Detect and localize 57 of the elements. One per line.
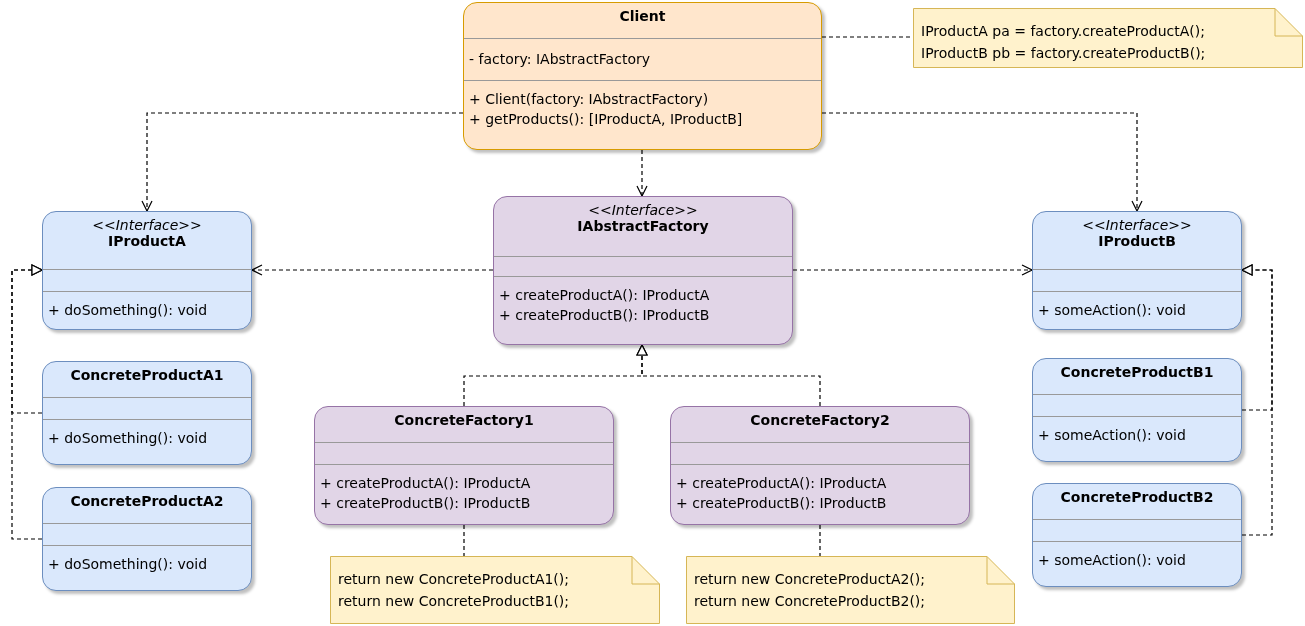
realization-arrow — [636, 344, 821, 407]
note-box — [913, 8, 1303, 68]
dependency-arrow — [141, 112, 464, 212]
class-name: IProductA — [107, 233, 187, 249]
class-name: ConcreteProductA2 — [69, 493, 225, 509]
class-box — [42, 487, 252, 591]
class-box — [42, 361, 252, 465]
method-text: + createProductB(): IProductB — [320, 494, 532, 513]
class-name: ConcreteProductA1 — [69, 367, 225, 383]
class-name: ConcreteFactory2 — [749, 412, 891, 428]
dependency-arrow — [636, 149, 648, 197]
class-box — [1032, 358, 1242, 462]
method-text: + Client(factory: IAbstractFactory) — [469, 90, 710, 109]
realization-arrow — [11, 264, 43, 540]
dependency-arrow — [821, 112, 1143, 212]
class-box — [1032, 483, 1242, 587]
class-name: IProductB — [1097, 233, 1177, 249]
method-text: + doSomething(): void — [48, 555, 209, 574]
method-text: + someAction(): void — [1038, 551, 1187, 570]
attribute-text: - factory: IAbstractFactory — [469, 50, 651, 69]
class-box — [463, 2, 822, 150]
dependency-arrow — [792, 264, 1033, 276]
stereotype-label: <<Interface>> — [587, 202, 699, 218]
note-text: return new ConcreteProductB2(); — [694, 592, 927, 611]
interface-box — [42, 211, 252, 330]
note-box — [330, 556, 660, 624]
note-box — [686, 556, 1015, 624]
note-text: IProductB pb = factory.createProductB(); — [921, 44, 1207, 63]
stereotype-label: <<Interface>> — [1081, 217, 1193, 233]
method-text: + someAction(): void — [1038, 301, 1187, 320]
method-text: + doSomething(): void — [48, 429, 209, 448]
note-connector — [819, 524, 821, 557]
dependency-arrow — [251, 264, 494, 276]
note-connector — [463, 524, 465, 557]
class-name: ConcreteFactory1 — [393, 412, 535, 428]
class-box — [314, 406, 614, 525]
interface-box — [1032, 211, 1242, 330]
stereotype-label: <<Interface>> — [91, 217, 203, 233]
note-text: IProductA pa = factory.createProductA(); — [921, 22, 1206, 41]
method-text: + someAction(): void — [1038, 426, 1187, 445]
method-text: + doSomething(): void — [48, 301, 209, 320]
method-text: + createProductA(): IProductA — [499, 286, 711, 305]
method-text: + getProducts(): [IProductA, IProductB] — [469, 110, 744, 129]
note-text: return new ConcreteProductB1(); — [338, 592, 571, 611]
realization-arrow — [1241, 264, 1273, 536]
note-text: return new ConcreteProductA2(); — [694, 570, 926, 589]
method-text: + createProductB(): IProductB — [499, 306, 711, 325]
note-text: return new ConcreteProductA1(); — [338, 570, 570, 589]
method-text: + createProductA(): IProductA — [320, 474, 532, 493]
class-name: IAbstractFactory — [576, 218, 710, 234]
method-text: + createProductA(): IProductA — [676, 474, 888, 493]
class-name: ConcreteProductB2 — [1059, 489, 1215, 505]
class-box — [670, 406, 970, 525]
class-name: ConcreteProductB1 — [1059, 364, 1215, 380]
interface-box — [493, 196, 793, 345]
method-text: + createProductB(): IProductB — [676, 494, 888, 513]
class-name: Client — [618, 8, 667, 24]
